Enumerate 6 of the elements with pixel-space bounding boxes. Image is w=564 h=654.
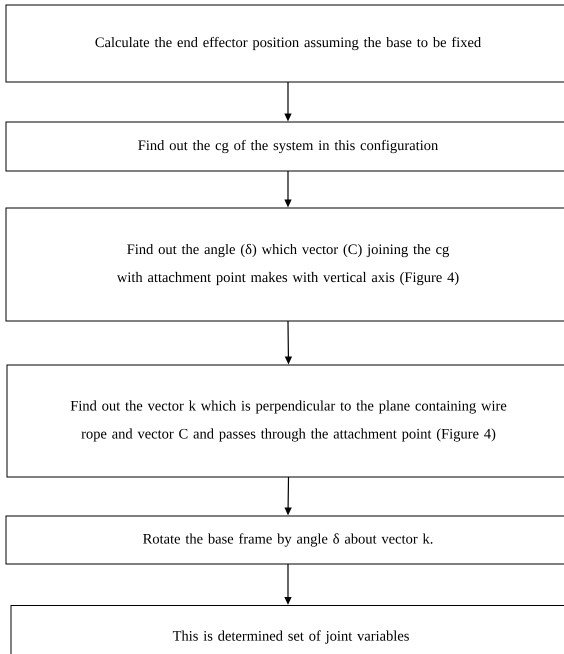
process-box: Calculate the end effector position assuming the base to be fixed	[6, 4, 564, 82]
process-box: Find out the cg of the system in this configuration	[6, 122, 564, 172]
process-box: Find out the vector k which is perpendicular to the plane containing wire rope and vector C and passes through the attachment point (Figure 4)	[6, 364, 564, 478]
process-box: Find out the angle (δ) which vector (C) joining the cg with attachment point makes with vertical axis (Figure 4)	[6, 208, 564, 322]
process-box: Rotate the base frame by angle δ about vector k.	[6, 516, 564, 564]
process-box: This is determined set of joint variables	[10, 605, 564, 654]
